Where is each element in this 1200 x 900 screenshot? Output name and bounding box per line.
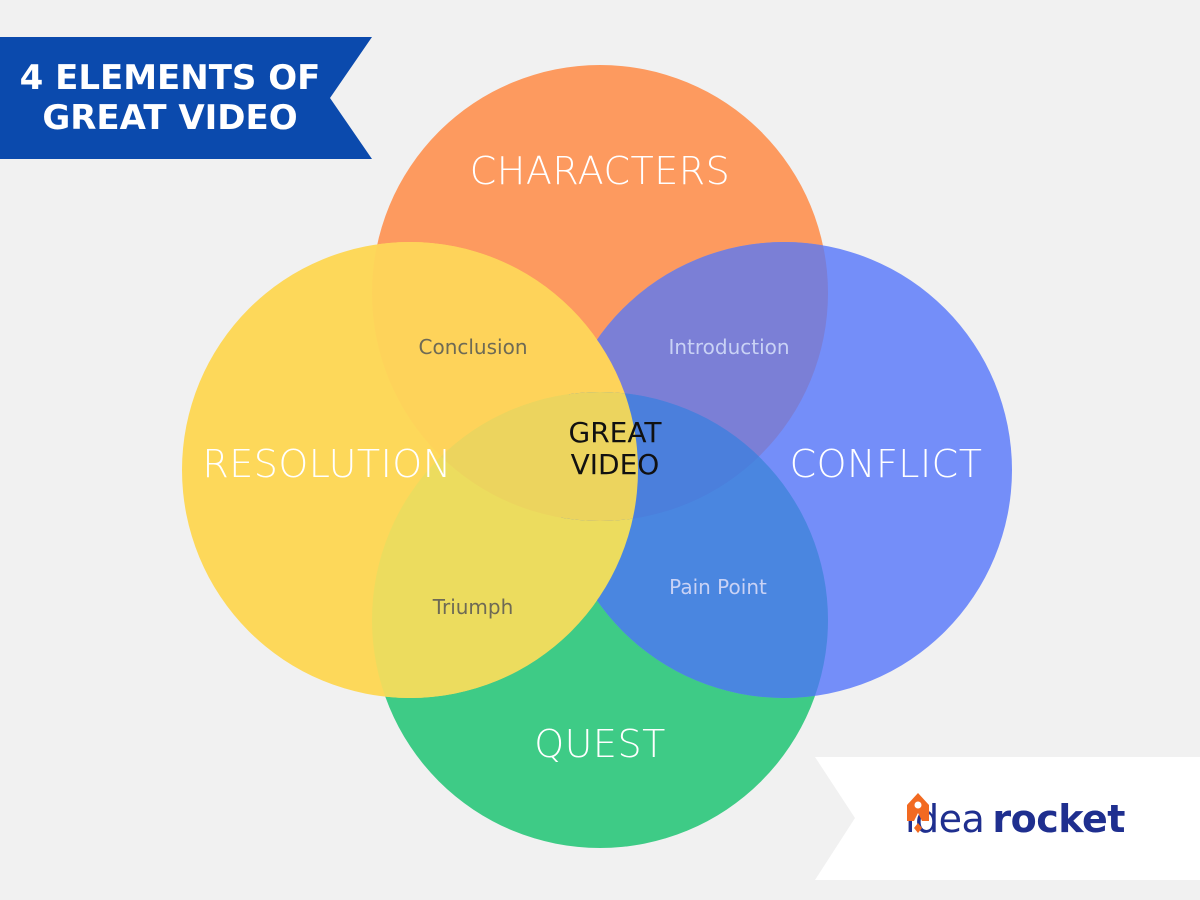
label-characters: CHARACTERS [469,149,731,193]
label-quest: QUEST [534,722,666,766]
label-conclusion: Conclusion [418,335,528,359]
banner-title: 4 ELEMENTS OF GREAT VIDEO [0,37,340,159]
label-triumph: Triumph [432,595,514,619]
logo-text-rocket: rocket [992,797,1125,841]
center-label: GREAT VIDEO [569,417,662,481]
title-banner: 4 ELEMENTS OF GREAT VIDEO [0,37,372,159]
label-introduction: Introduction [668,335,790,359]
logo-flag: idea rocket [815,757,1200,880]
idearocket-logo: idea rocket [905,791,1125,847]
label-conflict: CONFLICT [789,442,983,486]
banner-shape [0,37,372,159]
logo-flag-shape [815,757,1200,880]
banner-title-line2: GREAT VIDEO [42,98,298,138]
center-label-line2: VIDEO [570,448,660,481]
label-resolution: RESOLUTION [202,442,452,486]
banner-title-line1: 4 ELEMENTS OF [19,58,321,98]
center-label-line1: GREAT [568,416,662,449]
label-pain-point: Pain Point [669,575,767,599]
